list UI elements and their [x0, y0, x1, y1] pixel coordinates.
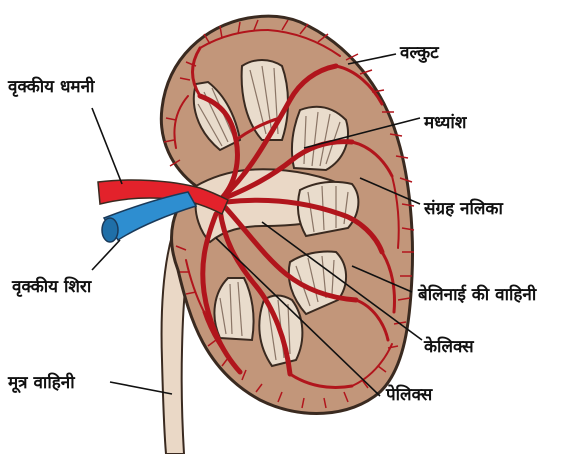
- label-renal-vein: वृक्कीय शिरा: [11, 276, 92, 297]
- label-medulla: मध्यांश: [423, 113, 468, 133]
- label-pelvis: पेलिक्स: [385, 384, 434, 405]
- label-ureter: मूत्र वाहिनी: [7, 372, 75, 394]
- label-duct-of-bellini: बेलिनाई की वाहिनी: [417, 284, 537, 305]
- pyramid-6: [214, 278, 253, 340]
- leader-renal-artery: [92, 108, 122, 184]
- label-renal-artery: वृक्कीय धमनी: [7, 76, 95, 97]
- label-cortex: वल्कुट: [399, 43, 440, 63]
- label-calyx: केलिक्स: [423, 336, 475, 357]
- label-collecting-duct: संग्रह नलिका: [423, 198, 503, 219]
- leader-renal-vein: [92, 240, 120, 270]
- renal-vein-opening: [102, 218, 118, 242]
